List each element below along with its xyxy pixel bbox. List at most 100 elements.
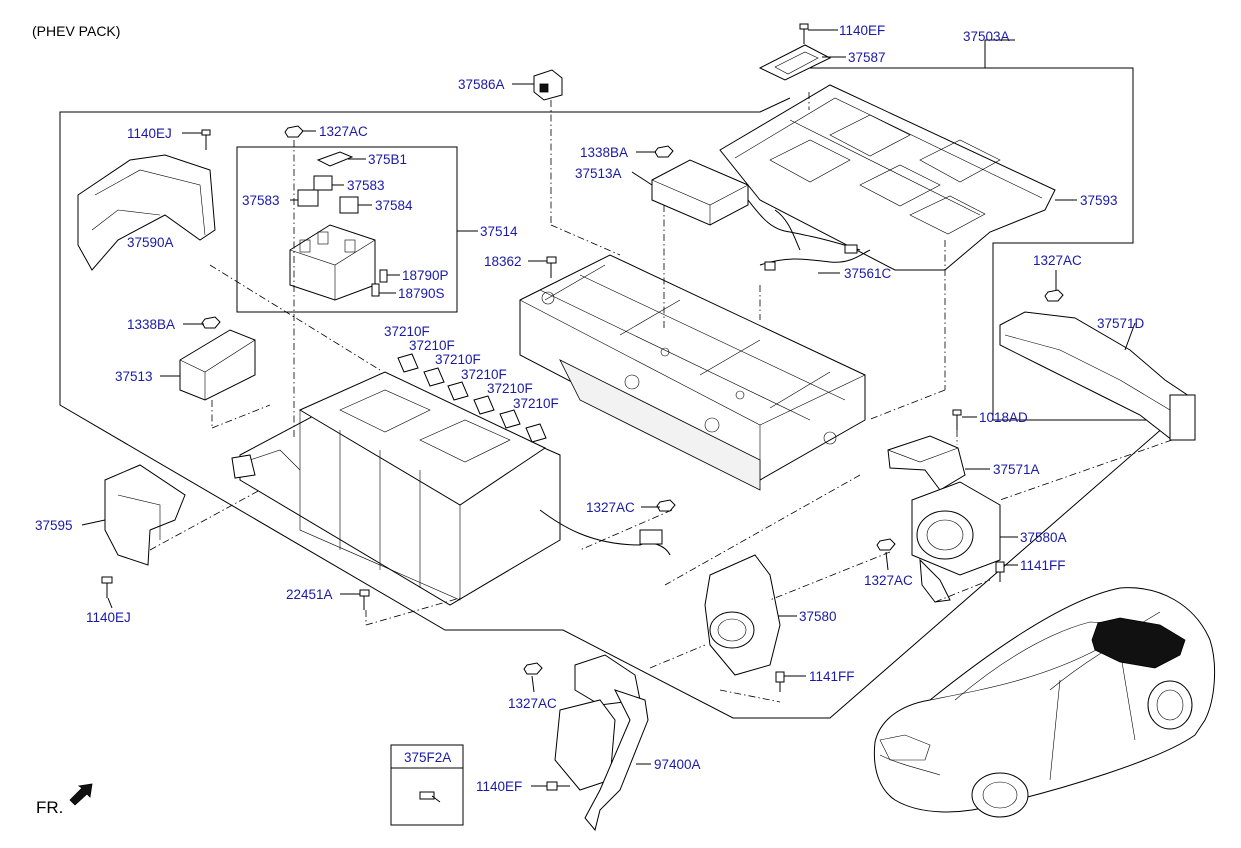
wiring-harness-37561c[interactable] [747, 199, 871, 271]
battery-pack-lower[interactable] [231, 371, 671, 606]
label-1327ac-mid[interactable]: 1327AC [586, 500, 635, 515]
nut-1327ac-mid-icon [656, 499, 676, 512]
detail-box-375f2a [390, 744, 464, 826]
front-direction-indicator: FR. [36, 783, 93, 817]
nut-1327ac-bottom-icon [523, 662, 543, 675]
safety-plug-6[interactable] [525, 423, 547, 443]
bolt-1140ef-top-icon [799, 23, 809, 44]
label-37513[interactable]: 37513 [115, 369, 153, 384]
relay-37583-b[interactable] [297, 189, 319, 207]
label-37590a[interactable]: 37590A [127, 235, 174, 250]
nut-1338ba-left-icon [201, 316, 221, 329]
label-97400a[interactable]: 97400A [654, 757, 701, 772]
label-37210f-6[interactable]: 37210F [513, 396, 559, 411]
label-1141ff-b[interactable]: 1141FF [809, 669, 855, 684]
label-1327ac-right[interactable]: 1327AC [1033, 253, 1082, 268]
safety-plug-4[interactable] [473, 395, 495, 415]
bolt-1141ff-b-icon [775, 671, 785, 692]
blower-fan-37580a[interactable] [911, 481, 1001, 603]
label-37571d[interactable]: 37571D [1097, 316, 1145, 331]
label-18790s[interactable]: 18790S [398, 286, 445, 301]
front-arrow-icon [69, 783, 93, 806]
label-18362[interactable]: 18362 [484, 254, 522, 269]
label-37210f-2[interactable]: 37210F [409, 338, 455, 353]
safety-plug-3[interactable] [447, 381, 469, 401]
label-37210f-3[interactable]: 37210F [435, 352, 481, 367]
label-1140ef-top[interactable]: 1140EF [839, 23, 885, 38]
label-1327ac-fan[interactable]: 1327AC [864, 573, 913, 588]
alignment-lines [149, 92, 1173, 703]
blower-housing-37580[interactable] [704, 554, 781, 676]
air-duct-37571d[interactable] [999, 311, 1196, 441]
connector-37586a[interactable] [533, 69, 563, 101]
bolt-1140ej-bottom-icon [101, 576, 113, 598]
bolt-22451a-icon [359, 589, 370, 610]
label-37583-b[interactable]: 37583 [242, 193, 280, 208]
label-37210f-4[interactable]: 37210F [461, 367, 507, 382]
safety-plug-5[interactable] [499, 409, 521, 429]
label-37595[interactable]: 37595 [35, 518, 73, 533]
housing-97400a[interactable] [554, 654, 649, 832]
label-18790p[interactable]: 18790P [402, 268, 449, 283]
label-1338ba-top[interactable]: 1338BA [580, 145, 628, 160]
air-duct-37571a[interactable] [887, 435, 966, 491]
nut-1327ac-right-icon [1044, 289, 1064, 302]
assembly-boundary [59, 40, 1174, 719]
label-1327ac-top[interactable]: 1327AC [319, 124, 368, 139]
label-1140ef-bottom[interactable]: 1140EF [476, 779, 522, 794]
label-37210f-1[interactable]: 37210F [384, 324, 430, 339]
battery-pack-upper[interactable] [519, 254, 866, 491]
vehicle-illustration [873, 587, 1216, 818]
diagram-title: (PHEV PACK) [32, 23, 120, 39]
safety-plug-2[interactable] [423, 367, 445, 387]
cover-bracket[interactable] [758, 44, 832, 81]
bms-module-37513[interactable] [179, 329, 256, 401]
label-37513a[interactable]: 37513A [575, 166, 622, 181]
label-37580[interactable]: 37580 [799, 609, 837, 624]
label-1338ba-left[interactable]: 1338BA [127, 317, 175, 332]
label-1327ac-bottom[interactable]: 1327AC [508, 696, 557, 711]
label-37210f-5[interactable]: 37210F [487, 381, 533, 396]
label-37514[interactable]: 37514 [480, 224, 518, 239]
relay-375b1[interactable] [316, 151, 354, 167]
bolt-1140ef-bottom-icon [546, 781, 570, 791]
fuse-18790s-icon [371, 283, 380, 297]
label-37583-a[interactable]: 37583 [347, 178, 385, 193]
label-1140ej-bottom[interactable]: 1140EJ [86, 610, 131, 625]
label-37586a[interactable]: 37586A [458, 77, 505, 92]
nut-1338ba-top-icon [654, 145, 674, 158]
bolt-1018ad-icon [952, 409, 962, 430]
leader-lines [81, 29, 1136, 787]
nut-1327ac-top-icon [284, 125, 304, 138]
front-direction-label: FR. [36, 798, 63, 817]
relay-37584[interactable] [339, 196, 359, 214]
label-37593[interactable]: 37593 [1080, 193, 1118, 208]
label-37503a[interactable]: 37503A [963, 29, 1010, 44]
label-1018ad[interactable]: 1018AD [979, 410, 1028, 425]
cover-37595[interactable] [104, 464, 186, 566]
label-375f2a[interactable]: 375F2A [404, 750, 451, 765]
label-37580a[interactable]: 37580A [1020, 530, 1067, 545]
junction-block[interactable] [289, 224, 376, 301]
label-1140ej-top[interactable]: 1140EJ [127, 126, 172, 141]
label-22451a[interactable]: 22451A [286, 587, 333, 602]
bolt-1141ff-a-icon [995, 561, 1005, 582]
bms-module-37513a[interactable] [651, 159, 749, 226]
relay-box-frame [236, 146, 458, 313]
label-375b1[interactable]: 375B1 [368, 152, 407, 167]
safety-plug-1[interactable] [397, 353, 419, 373]
label-37571a[interactable]: 37571A [993, 462, 1040, 477]
battery-location-highlight [1091, 617, 1186, 669]
relay-37583-a[interactable] [313, 175, 333, 191]
fuse-18790p-icon [379, 269, 388, 283]
label-1141ff-a[interactable]: 1141FF [1020, 558, 1066, 573]
label-37561c[interactable]: 37561C [844, 266, 892, 281]
bolt-1140ej-top-icon [201, 129, 211, 150]
pack-upper-cover[interactable] [719, 84, 1056, 271]
bolt-18362-icon [546, 256, 557, 278]
side-cover-37590a[interactable] [77, 154, 216, 271]
nut-1327ac-fan-icon [876, 538, 896, 551]
label-37584[interactable]: 37584 [375, 198, 413, 213]
label-37587[interactable]: 37587 [848, 50, 886, 65]
